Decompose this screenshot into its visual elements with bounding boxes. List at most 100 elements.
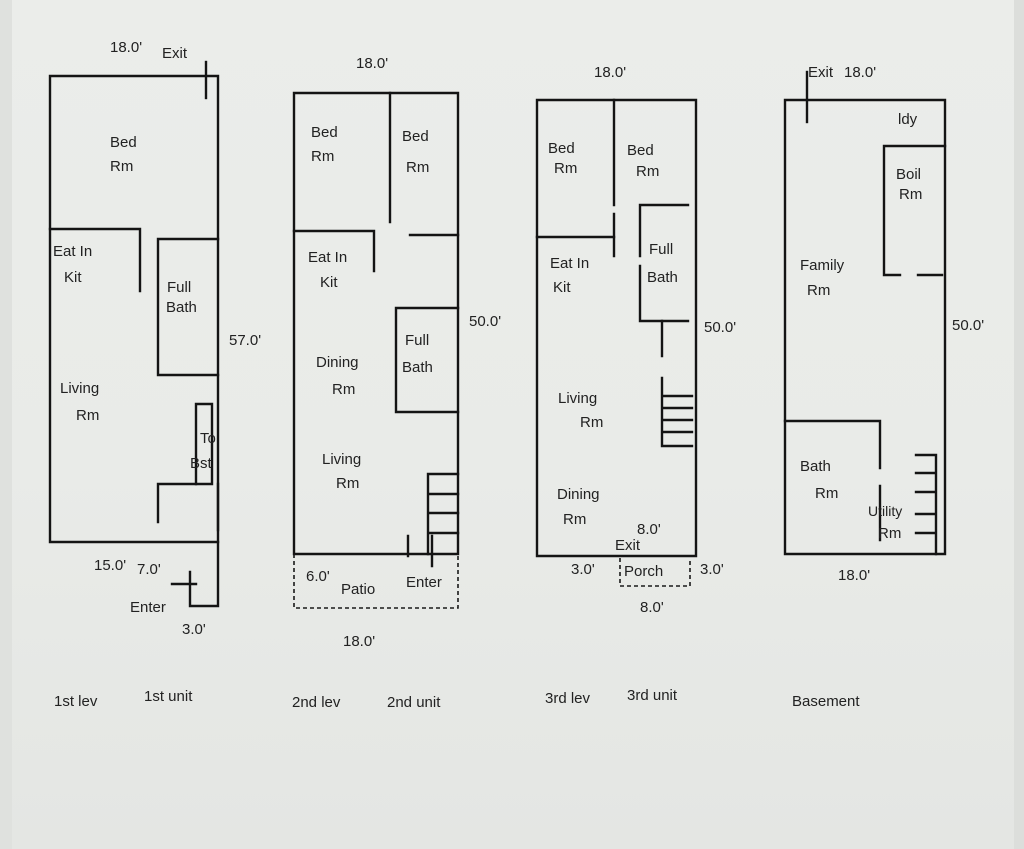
plan3-dining-label-2: Rm: [563, 511, 586, 528]
plan1-length-label: 57.0': [229, 332, 261, 349]
plan1-unit-label: 1st unit: [144, 688, 193, 705]
plan2-entry-door: [406, 534, 434, 568]
plan1-level-label: 1st lev: [54, 693, 98, 710]
plan4-width-label: 18.0': [844, 64, 876, 81]
plan4-boil-label-2: Rm: [899, 186, 922, 203]
plan1-dim-15: 15.0': [94, 557, 126, 574]
plan3-bath-walls: [638, 203, 690, 323]
plan3-kit-label-1: Eat In: [550, 255, 589, 272]
plan4-exit-label: Exit: [808, 64, 834, 81]
plan1-kit-label-2: Kit: [64, 269, 82, 286]
plan2-bed-right-label-1: Bed: [402, 128, 429, 145]
plan3-outer-walls: [535, 98, 698, 558]
plan2-level-label: 2nd lev: [292, 694, 341, 711]
plan1-tobst-label-2: Bst: [190, 455, 213, 472]
plan3-unit-label: 3rd unit: [627, 687, 678, 704]
plan2-living-label-2: Rm: [336, 475, 359, 492]
plan4-utility-label-2: Rm: [878, 525, 901, 542]
plan4-level-label: Basement: [792, 693, 860, 710]
plan4-boil-walls: [882, 144, 947, 277]
plan3-bath-label-1: Full: [649, 241, 673, 258]
plan4-outer-walls: [783, 98, 947, 556]
plan2-bed-walls: [292, 229, 460, 273]
plan3-porch-label: Porch: [624, 563, 663, 580]
plan2-bed-right-label-2: Rm: [406, 159, 429, 176]
plan3-width-label: 18.0': [594, 64, 626, 81]
plan3-dim-8-bottom: 8.0': [640, 599, 664, 616]
plan2-kit-label-1: Eat In: [308, 249, 347, 266]
plan-1st-level: 18.0' Exit Bed Rm Eat In Kit Full Bath 5…: [48, 39, 261, 710]
plan2-patio-label: Patio: [341, 581, 375, 598]
plan1-bed-label-2: Rm: [110, 158, 133, 175]
plan3-length-label: 50.0': [704, 319, 736, 336]
plan1-outer-walls: [48, 74, 220, 544]
plan2-kit-label-2: Kit: [320, 274, 338, 291]
plan3-bed-left-label-2: Rm: [554, 160, 577, 177]
plan4-family-label-2: Rm: [807, 282, 830, 299]
plan4-boil-label-1: Boil: [896, 166, 921, 183]
plan1-bath-label-2: Bath: [166, 299, 197, 316]
plan1-living-label-2: Rm: [76, 407, 99, 424]
plan1-bed-label-1: Bed: [110, 134, 137, 151]
plan1-bath-label-1: Full: [167, 279, 191, 296]
plan4-family-label-1: Family: [800, 257, 845, 274]
plan4-length-label: 50.0': [952, 317, 984, 334]
plan3-bed-right-label-2: Rm: [636, 163, 659, 180]
plan3-porch-outline: [619, 558, 691, 587]
plan4-bath-label-2: Rm: [815, 485, 838, 502]
plan2-dining-label-1: Dining: [316, 354, 359, 371]
plan1-exit-label: Exit: [162, 45, 188, 62]
plan1-tobst-label-1: To: [200, 430, 216, 447]
plan2-living-label-1: Living: [322, 451, 361, 468]
plan2-dim-6: 6.0': [306, 568, 330, 585]
plan4-bath-label-1: Bath: [800, 458, 831, 475]
plan3-dim-3-left: 3.0': [571, 561, 595, 578]
plan1-bath-walls: [156, 237, 220, 377]
plan-2nd-level: 18.0' Bed Rm Bed Rm Eat In Kit 50.0' Ful…: [292, 55, 501, 711]
plan3-exit-label: Exit: [615, 537, 641, 554]
plan4-utility-label-1: Utility: [868, 503, 902, 519]
plan4-bath-walls: [783, 419, 882, 542]
plan2-patio-outline: [293, 554, 459, 609]
plan2-unit-label: 2nd unit: [387, 694, 441, 711]
plan1-entry-walls: [156, 482, 220, 608]
plan3-dining-label-1: Dining: [557, 486, 600, 503]
plan2-length-label: 50.0': [469, 313, 501, 330]
plan1-bed-wall: [48, 227, 142, 293]
plan2-bottom-width-label: 18.0': [343, 633, 375, 650]
plan2-bath-label-2: Bath: [402, 359, 433, 376]
plan3-bath-label-2: Bath: [647, 269, 678, 286]
plan3-living-label-1: Living: [558, 390, 597, 407]
plan3-dim-3-right: 3.0': [700, 561, 724, 578]
plan2-enter-label: Enter: [406, 574, 442, 591]
plan2-bed-left-label-1: Bed: [311, 124, 338, 141]
plan2-bath-walls: [394, 306, 460, 414]
plan2-width-label: 18.0': [356, 55, 388, 72]
plan4-stairs: [914, 453, 938, 556]
plan1-dim-3: 3.0': [182, 621, 206, 638]
plan2-dining-label-2: Rm: [332, 381, 355, 398]
plan2-bath-label-1: Full: [405, 332, 429, 349]
plan3-bed-left-label-1: Bed: [548, 140, 575, 157]
plan3-dim-8-top: 8.0': [637, 521, 661, 538]
plan4-ldy-label: ldy: [898, 111, 918, 128]
plan1-kit-label-1: Eat In: [53, 243, 92, 260]
plan3-kit-label-2: Kit: [553, 279, 571, 296]
plan2-stairs: [426, 472, 460, 556]
plan1-stair-walls: [194, 402, 214, 486]
plan3-stair-walls: [660, 319, 694, 448]
plan1-enter-label: Enter: [130, 599, 166, 616]
plan2-outer-walls: [292, 91, 460, 556]
plan3-bed-right-label-1: Bed: [627, 142, 654, 159]
plan3-level-label: 3rd lev: [545, 690, 591, 707]
plan2-bed-left-label-2: Rm: [311, 148, 334, 165]
plan-3rd-level: 18.0' Bed Rm Bed Rm Full Bath Eat In Kit…: [535, 64, 736, 707]
plan1-width-label: 18.0': [110, 39, 142, 56]
plan4-bottom-width-label: 18.0': [838, 567, 870, 584]
plan3-living-label-2: Rm: [580, 414, 603, 431]
plan1-dim-7: 7.0': [137, 561, 161, 578]
plan1-living-label-1: Living: [60, 380, 99, 397]
plan-basement: Exit 18.0' ldy Boil Rm Family Rm 50.0' B…: [783, 64, 984, 710]
